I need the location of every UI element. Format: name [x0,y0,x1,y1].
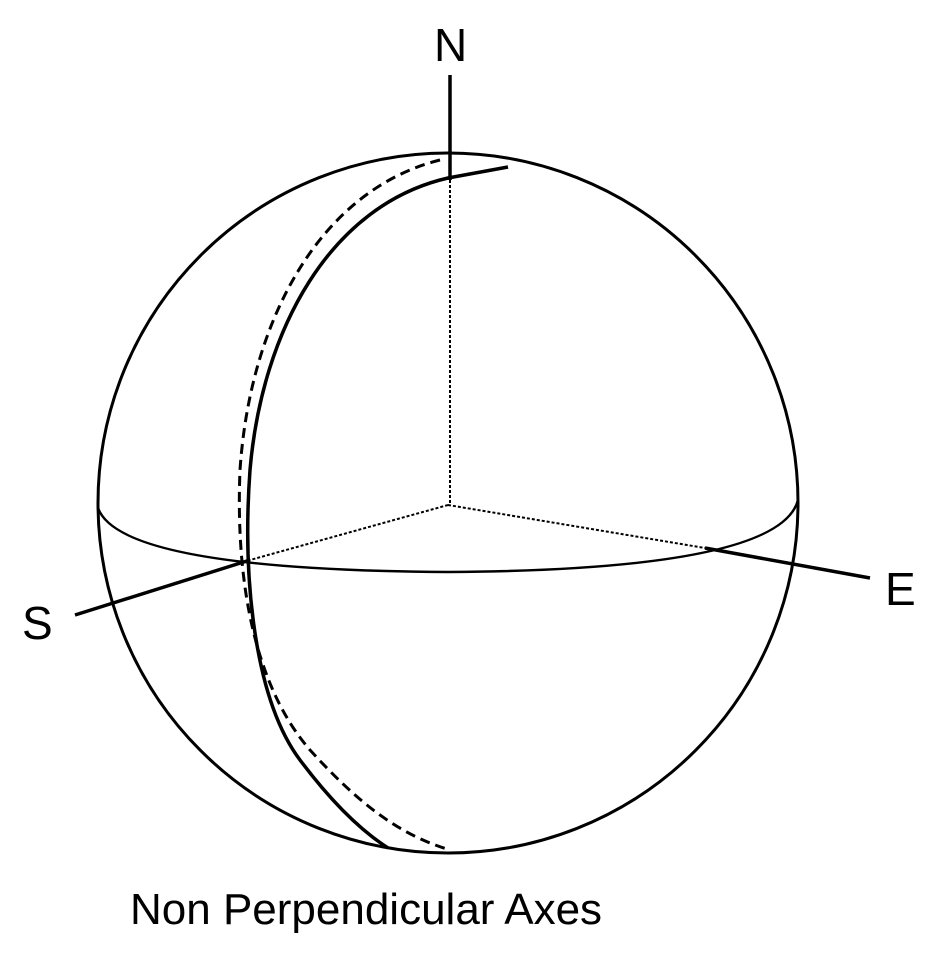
east-axis-hidden [447,504,706,549]
meridian-dashed [237,158,451,852]
east-axis-solid [704,546,871,580]
caption: Non Perpendicular Axes [130,885,603,934]
north-label: N [434,19,468,71]
south-label: S [22,597,53,649]
sphere-outline [96,151,800,855]
equator [96,499,800,574]
south-axis-hidden [249,504,449,561]
south-axis-solid [74,558,251,617]
meridian-solid [246,165,509,850]
east-label: E [885,563,916,615]
